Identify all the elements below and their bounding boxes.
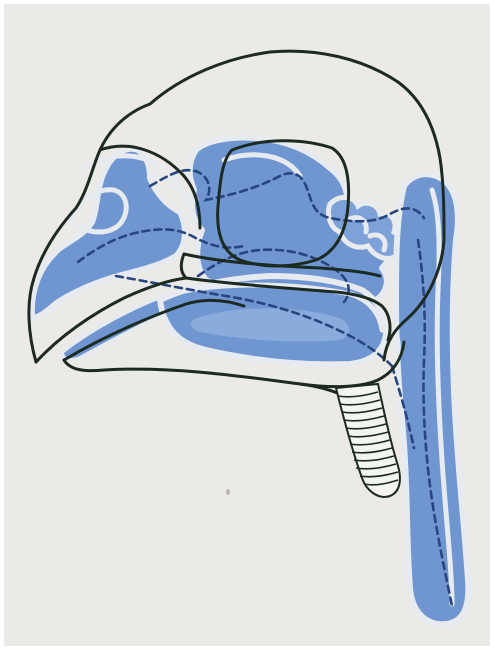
paper-speck — [226, 489, 230, 495]
